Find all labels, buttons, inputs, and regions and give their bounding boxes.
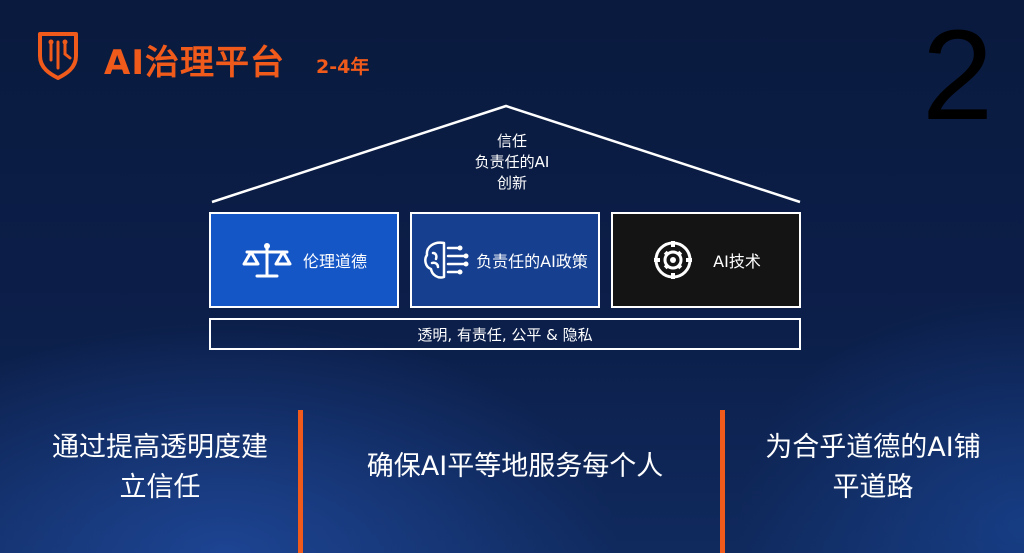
pillar-label: 负责任的AI政策 [476, 252, 588, 271]
ai-brain-icon [424, 241, 469, 279]
divider-left [298, 410, 303, 553]
balance-scale-icon [242, 243, 292, 278]
roof-line-trust: 信任 [496, 132, 527, 150]
statement-ethics: 为合乎道德的AI铺 平道路 [765, 432, 981, 503]
roof-line-responsible-ai: 负责任的AI [474, 153, 550, 171]
statement-trust: 通过提高透明度建 立信任 [52, 432, 268, 503]
pillar-ai-policy: 负责任的AI政策 [410, 212, 600, 308]
page-title: AI治理平台 [104, 43, 285, 83]
pillar-ethics: 伦理道德 [209, 212, 399, 308]
gear-icon [654, 241, 693, 279]
pillar-label: 伦理道德 [302, 252, 367, 271]
roof-line-innovation: 创新 [496, 174, 527, 192]
slide-number: 2 [922, 4, 994, 147]
pillar-label: AI技术 [713, 252, 761, 271]
page-subtitle: 2-4年 [316, 56, 370, 78]
divider-right [720, 410, 725, 553]
house-foundation: 透明, 有责任, 公平 & 隐私 [209, 318, 801, 350]
house-roof [211, 104, 801, 204]
shield-circuit-icon [38, 32, 78, 80]
pillar-ai-technology: AI技术 [611, 212, 801, 308]
statement-equality: 确保AI平等地服务每个人 [366, 451, 664, 482]
